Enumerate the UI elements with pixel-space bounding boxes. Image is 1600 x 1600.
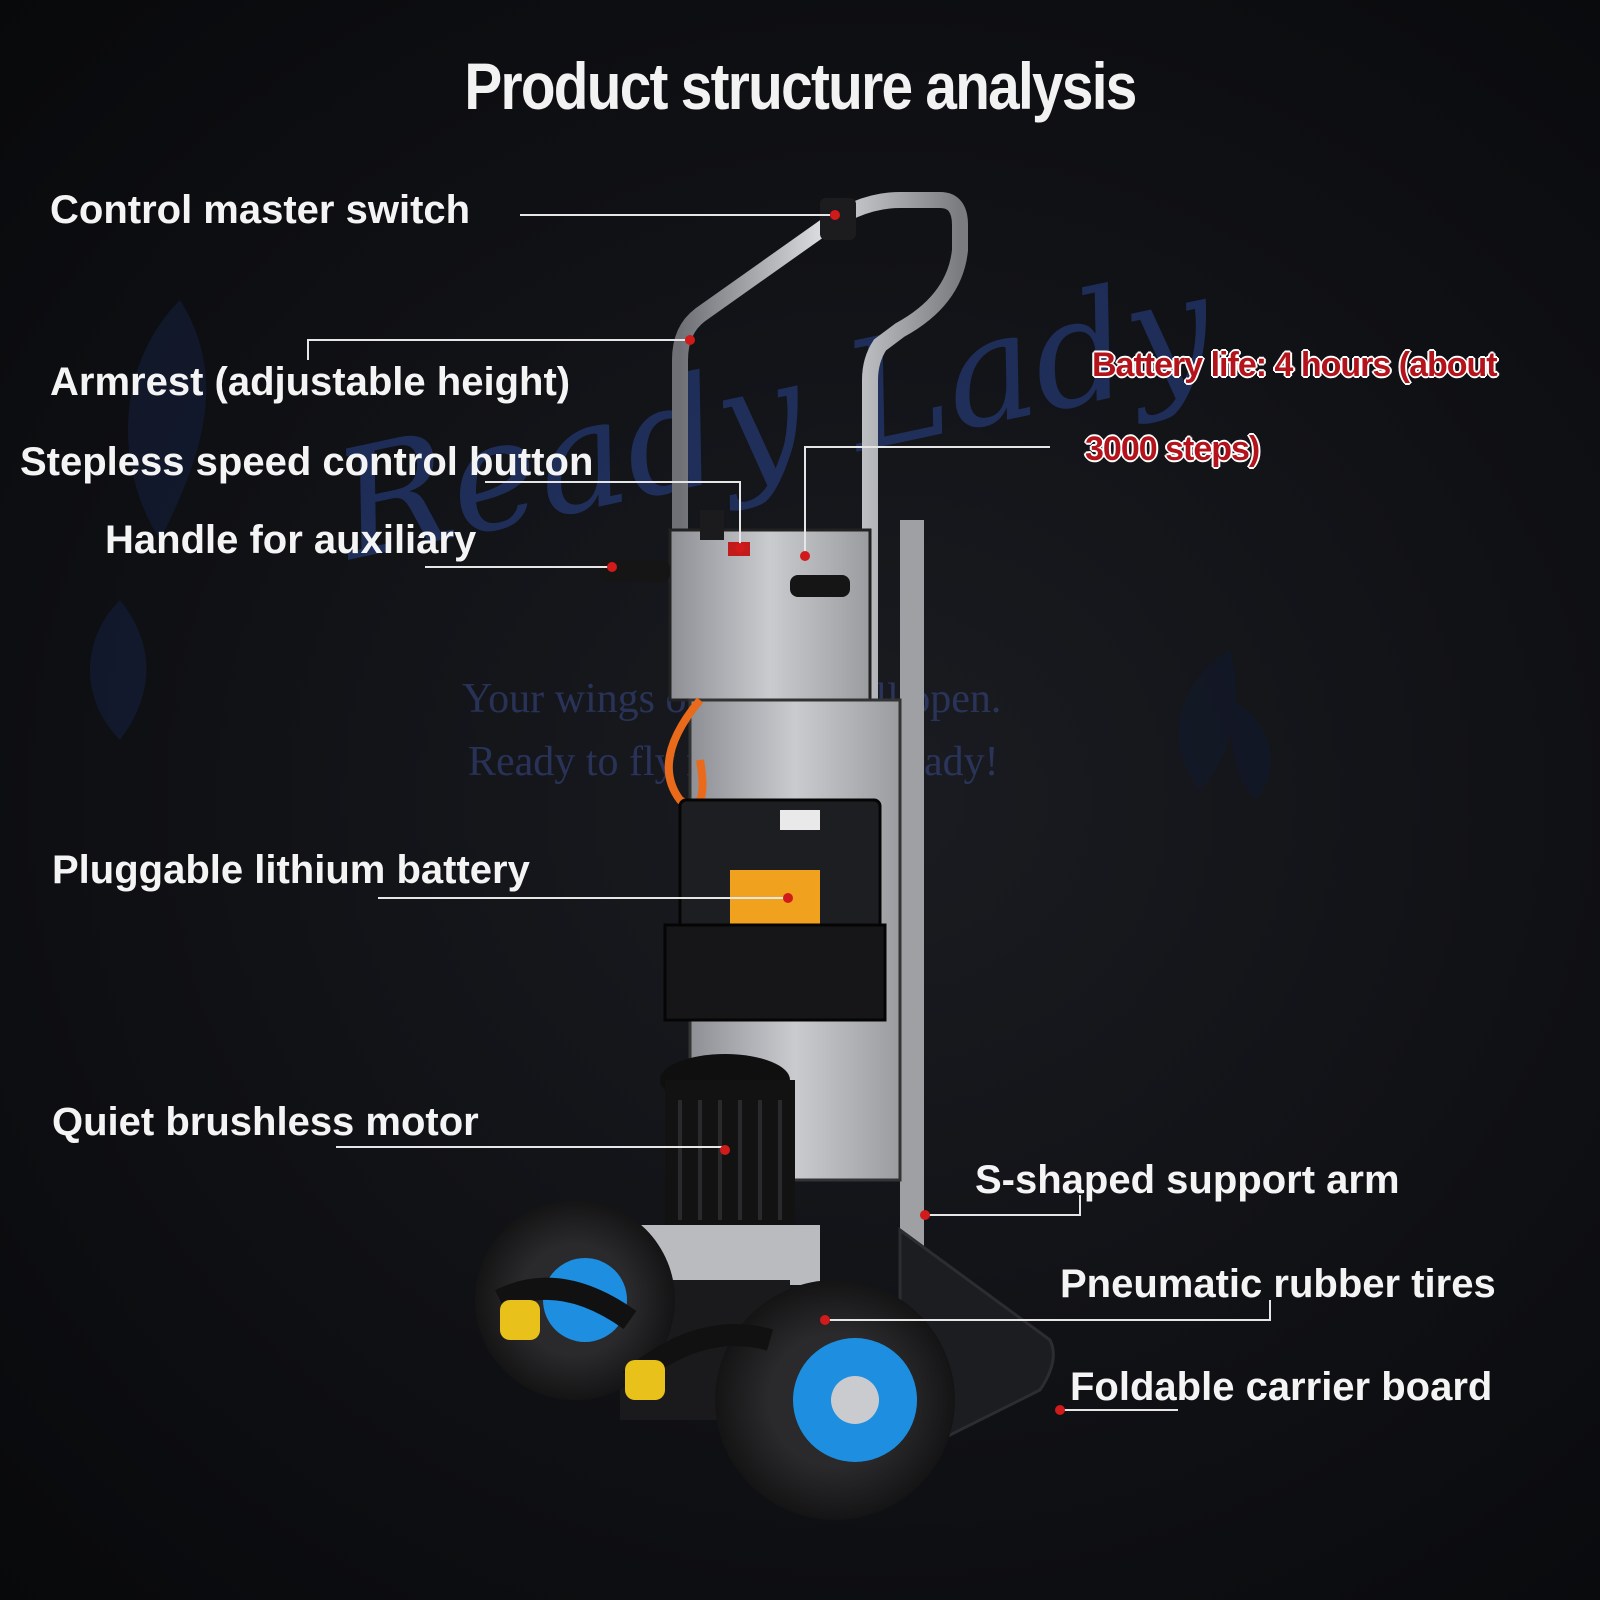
battery-life-note-line-2: 3000 steps) (1085, 430, 1260, 468)
label-carrier-board: Foldable carrier board (1070, 1365, 1493, 1409)
s-arm-rear (495, 1277, 637, 1330)
label-speed-button: Stepless speed control button (20, 440, 594, 484)
leader-lines (307, 214, 1271, 1411)
marker-dots (607, 210, 1065, 1415)
floral-watermark-icon (90, 300, 207, 740)
label-support-arm: S-shaped support arm (975, 1158, 1400, 1202)
brushless-motor (665, 1080, 795, 1230)
rear-climb-wheel (500, 1300, 540, 1340)
label-battery: Pluggable lithium battery (52, 848, 530, 892)
handle-frame (672, 192, 968, 988)
front-climb-wheel (625, 1360, 665, 1400)
label-aux-handle: Handle for auxiliary (105, 518, 477, 562)
battery-life-note-line-1: Battery life: 4 hours (about (1092, 346, 1498, 384)
upright-rail (900, 520, 924, 1270)
label-tires: Pneumatic rubber tires (1060, 1262, 1496, 1306)
label-master-switch: Control master switch (50, 188, 471, 232)
charging-cable (664, 697, 707, 809)
control-plate (668, 528, 872, 702)
aux-handle-left (600, 560, 670, 582)
aux-handle-right (790, 575, 850, 597)
front-hub (831, 1376, 879, 1424)
label-motor: Quiet brushless motor (52, 1100, 479, 1144)
label-armrest: Armrest (adjustable height) (50, 360, 571, 404)
battery-bracket (663, 923, 887, 1022)
page-title: Product structure analysis (464, 49, 1137, 123)
butterfly-watermark-icon (1178, 650, 1271, 800)
